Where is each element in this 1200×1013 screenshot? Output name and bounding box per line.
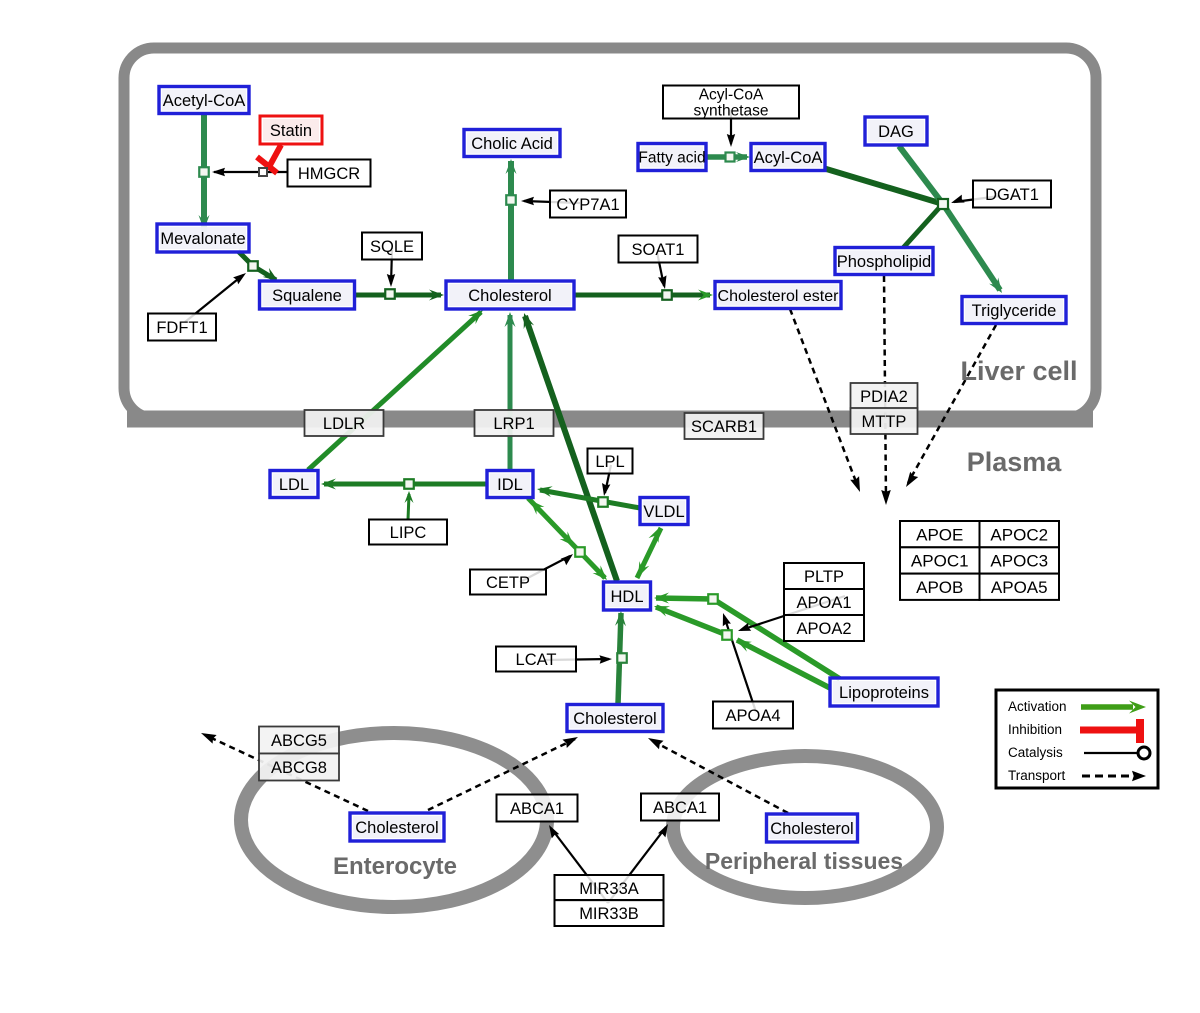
- svg-text:MTTP: MTTP: [862, 413, 907, 431]
- svg-text:SQLE: SQLE: [370, 238, 414, 256]
- svg-text:SCARB1: SCARB1: [691, 418, 757, 436]
- svg-text:Peripheral tissues: Peripheral tissues: [705, 848, 903, 874]
- svg-text:synthetase: synthetase: [694, 103, 769, 120]
- svg-text:APOB: APOB: [916, 578, 963, 597]
- svg-text:HMGCR: HMGCR: [298, 165, 360, 183]
- svg-text:LCAT: LCAT: [516, 651, 557, 669]
- svg-text:HDL: HDL: [610, 588, 643, 606]
- svg-text:PDIA2: PDIA2: [860, 388, 908, 406]
- svg-text:Lipoproteins: Lipoproteins: [839, 684, 929, 702]
- svg-text:Cholesterol: Cholesterol: [573, 710, 656, 728]
- svg-text:APOC2: APOC2: [990, 525, 1048, 544]
- svg-text:IDL: IDL: [497, 476, 523, 494]
- svg-text:Cholesterol: Cholesterol: [770, 820, 853, 838]
- svg-text:Acyl-CoA: Acyl-CoA: [754, 149, 823, 167]
- svg-text:LDL: LDL: [279, 476, 309, 494]
- svg-text:ABCA1: ABCA1: [653, 799, 707, 817]
- svg-text:ABCG8: ABCG8: [271, 759, 327, 777]
- svg-text:APOA1: APOA1: [796, 594, 851, 612]
- svg-text:DAG: DAG: [878, 123, 914, 141]
- svg-text:LRP1: LRP1: [493, 415, 534, 433]
- svg-text:APOC3: APOC3: [990, 552, 1048, 571]
- svg-text:Acyl-CoA: Acyl-CoA: [699, 87, 764, 104]
- svg-text:Plasma: Plasma: [967, 447, 1063, 477]
- svg-text:LIPC: LIPC: [390, 524, 427, 542]
- svg-text:LDLR: LDLR: [323, 415, 365, 433]
- svg-text:CYP7A1: CYP7A1: [556, 196, 619, 214]
- svg-text:CETP: CETP: [486, 574, 530, 592]
- svg-text:APOE: APOE: [916, 525, 963, 544]
- svg-text:APOC1: APOC1: [911, 552, 969, 571]
- svg-text:Liver cell: Liver cell: [960, 356, 1077, 386]
- svg-text:DGAT1: DGAT1: [985, 186, 1039, 204]
- svg-text:Cholesterol: Cholesterol: [468, 287, 551, 305]
- svg-text:Transport: Transport: [1008, 768, 1066, 783]
- svg-text:Squalene: Squalene: [272, 287, 342, 305]
- svg-text:PLTP: PLTP: [804, 568, 844, 586]
- svg-text:VLDL: VLDL: [643, 503, 684, 521]
- svg-text:Cholic Acid: Cholic Acid: [471, 135, 553, 153]
- svg-text:APOA4: APOA4: [725, 707, 780, 725]
- svg-text:Fatty acid: Fatty acid: [638, 150, 705, 167]
- svg-text:Mevalonate: Mevalonate: [160, 230, 245, 248]
- svg-text:LPL: LPL: [595, 453, 624, 471]
- svg-text:Phospholipid: Phospholipid: [837, 253, 932, 271]
- svg-text:MIR33A: MIR33A: [579, 880, 639, 898]
- svg-text:ABCA1: ABCA1: [510, 800, 564, 818]
- svg-text:ABCG5: ABCG5: [271, 732, 327, 750]
- svg-text:APOA5: APOA5: [991, 578, 1048, 597]
- svg-text:MIR33B: MIR33B: [579, 905, 639, 923]
- svg-text:Inhibition: Inhibition: [1008, 722, 1062, 737]
- svg-text:Activation: Activation: [1008, 699, 1067, 714]
- svg-text:FDFT1: FDFT1: [156, 319, 207, 337]
- svg-text:Cholesterol ester: Cholesterol ester: [718, 288, 840, 305]
- svg-text:Cholesterol: Cholesterol: [355, 819, 438, 837]
- svg-text:Acetyl-CoA: Acetyl-CoA: [163, 92, 246, 110]
- svg-text:Triglyceride: Triglyceride: [972, 302, 1057, 320]
- svg-text:SOAT1: SOAT1: [632, 241, 685, 259]
- svg-text:Enterocyte: Enterocyte: [333, 853, 457, 880]
- svg-text:APOA2: APOA2: [796, 620, 851, 638]
- svg-text:Catalysis: Catalysis: [1008, 745, 1063, 760]
- svg-text:Statin: Statin: [270, 122, 312, 140]
